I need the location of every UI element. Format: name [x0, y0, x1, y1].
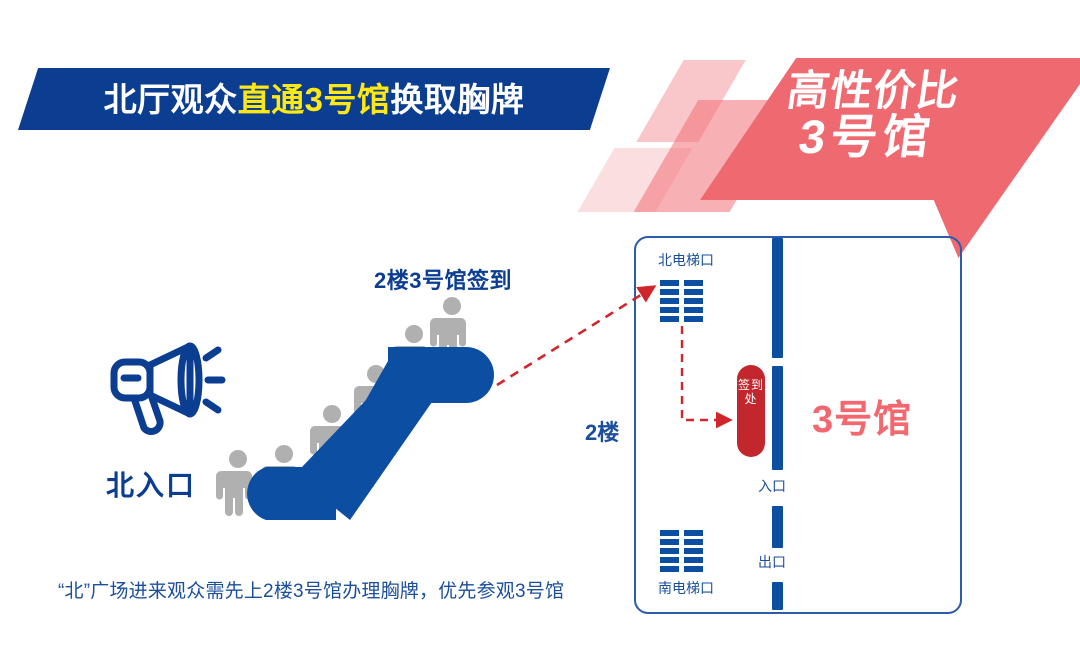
south-elevator-label: 南电梯口: [658, 580, 714, 596]
hall-name-label: 3号馆: [812, 399, 913, 441]
headline-banner: 北厅观众直通3号馆换取胸牌: [18, 68, 610, 130]
floorplan-container: 入口 出口 北电梯口: [634, 236, 962, 614]
badge-text: 高性价比 3号馆: [754, 67, 987, 163]
north-entrance-label: 北入口: [106, 470, 197, 501]
signin-desk-badge: 签到处: [737, 365, 765, 457]
escalator-body: [247, 347, 494, 520]
badge-line-2: 3号馆: [795, 109, 939, 163]
caption-text: “北”广场进来观众需先上2楼3号馆办理胸牌，优先参观3号馆: [58, 581, 565, 602]
north-elevator-label: 北电梯口: [658, 252, 714, 268]
south-elevator-icon: [660, 530, 704, 577]
signin-desk-label: 签到处: [737, 378, 764, 407]
exit-label: 出口: [758, 554, 786, 570]
headline-highlight: 直通3号馆: [237, 80, 391, 118]
wall-segment-middle: [772, 366, 783, 470]
headline-suffix: 换取胸牌: [390, 80, 525, 118]
wall-segment-top: [772, 238, 783, 358]
floor-level-label: 2楼: [585, 420, 620, 445]
entrance-label: 入口: [758, 478, 786, 494]
badge-line-1: 高性价比: [784, 67, 963, 114]
headline-text: 北厅观众直通3号馆换取胸牌: [104, 83, 525, 116]
headline-prefix: 北厅观众: [103, 80, 238, 118]
escalator-heading: 2楼3号馆签到: [374, 268, 512, 293]
escalator-illustration: [210, 295, 510, 525]
wall-segment-lower: [772, 506, 783, 548]
megaphone-icon: [108, 336, 228, 446]
wall-segment-bottom: [772, 582, 783, 610]
indoor-route-arrow: [680, 326, 733, 429]
north-elevator-icon: [660, 280, 704, 327]
